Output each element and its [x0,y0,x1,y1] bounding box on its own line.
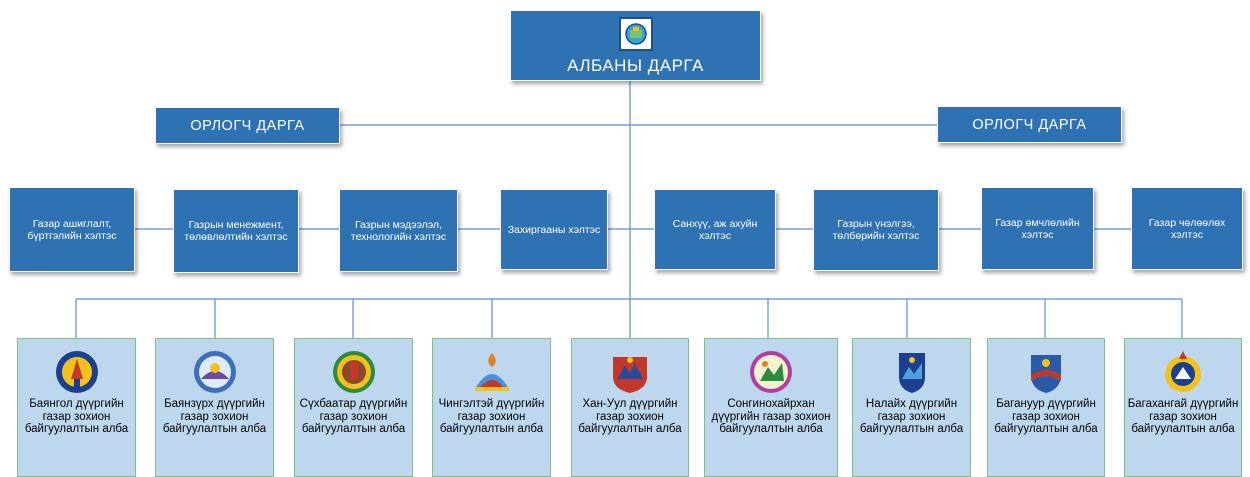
khan-uul-emblem-icon [607,349,653,395]
chief-title: АЛБАНЫ ДАРГА [567,55,704,75]
district-unit-box: Налайх дүүргийн газар зохион байгуулалты… [852,338,971,477]
district-unit-box: Сүхбаатар дүүргийн газар зохион байгуула… [294,338,413,477]
department-name: Захиргааны хэлтэс [507,223,601,236]
department-name: Газар чөлөөлөх хэлтэс [1148,216,1226,241]
department-name: Газар өмчлөлийн хэлтэс [995,216,1080,241]
district-unit-box: Сонгинохайрхан дүүргийн газар зохион бай… [704,338,838,477]
department-box: Газрын мэдээлэл, технологийн хэлтэс [339,189,458,272]
department-box: Газар чөлөөлөх хэлтэс [1131,187,1243,270]
district-unit-name: Сүхбаатар дүүргийн газар зохион байгуула… [299,398,408,435]
department-box: Газрын үнэлгээ, төлбөрийн хэлтэс [813,189,939,271]
department-box: Санхүү, аж ахуйн хэлтэс [654,189,776,270]
chingeltei-emblem-icon [469,349,515,395]
district-unit-name: Сонгинохайрхан дүүргийн газар зохион бай… [711,398,831,435]
deputy-box-right: ОРЛОГЧ ДАРГА [937,106,1122,143]
district-unit-name: Багануур дүүргийн газар зохион байгуулал… [994,398,1098,435]
bagakhangai-emblem-icon [1160,349,1206,395]
baganuur-emblem-icon [1023,349,1069,395]
songinokhairkhan-emblem-icon [748,349,794,395]
district-unit-name: Налайх дүүргийн газар зохион байгуулалты… [859,398,964,435]
department-name: Газрын менежмент, төлөвлөлтийн хэлтэс [184,219,288,243]
department-name: Газар ашиглалт, бүртгэлийн хэлтэс [27,217,117,242]
district-unit-box: Хан-Уул дүүргийн газар зохион байгуулалт… [571,338,689,477]
deputy-box-left: ОРЛОГЧ ДАРГА [155,107,340,144]
department-box: Газар ашиглалт, бүртгэлийн хэлтэс [9,187,135,272]
district-unit-name: Баянгол дүүргийн газар зохион байгуулалт… [24,398,129,435]
nalaikh-emblem-icon [889,349,935,395]
bayanzurkh-emblem-icon [192,349,238,395]
district-unit-box: Чингэлтэй дүүргийн газар зохион байгуула… [432,338,551,477]
deputy-title: ОРЛОГЧ ДАРГА [972,116,1087,133]
department-box: Газар өмчлөлийн хэлтэс [981,187,1094,270]
department-box: Захиргааны хэлтэс [500,189,608,270]
deputy-title: ОРЛОГЧ ДАРГА [190,117,305,134]
department-name: Газрын үнэлгээ, төлбөрийн хэлтэс [832,218,920,242]
sukhbaatar-emblem-icon [331,349,377,395]
district-unit-box: Баянзүрх дүүргийн газар зохион байгуулал… [155,338,274,477]
district-unit-box: Багахангай дүүргийн газар зохион байгуул… [1124,338,1242,477]
department-box: Газрын менежмент, төлөвлөлтийн хэлтэс [173,189,299,273]
district-unit-box: Багануур дүүргийн газар зохион байгуулал… [987,338,1105,477]
district-unit-name: Баянзүрх дүүргийн газар зохион байгуулал… [162,398,267,435]
agency-logo-icon [618,16,654,52]
district-unit-name: Багахангай дүүргийн газар зохион байгуул… [1127,398,1239,435]
district-unit-box: Баянгол дүүргийн газар зохион байгуулалт… [17,338,136,477]
district-unit-name: Чингэлтэй дүүргийн газар зохион байгуула… [438,398,545,435]
department-name: Газрын мэдээлэл, технологийн хэлтэс [350,218,447,243]
department-name: Санхүү, аж ахуйн хэлтэс [672,217,758,242]
chief-box: АЛБАНЫ ДАРГА [510,10,761,81]
bayangol-emblem-icon [54,349,100,395]
district-unit-name: Хан-Уул дүүргийн газар зохион байгуулалт… [578,398,682,435]
